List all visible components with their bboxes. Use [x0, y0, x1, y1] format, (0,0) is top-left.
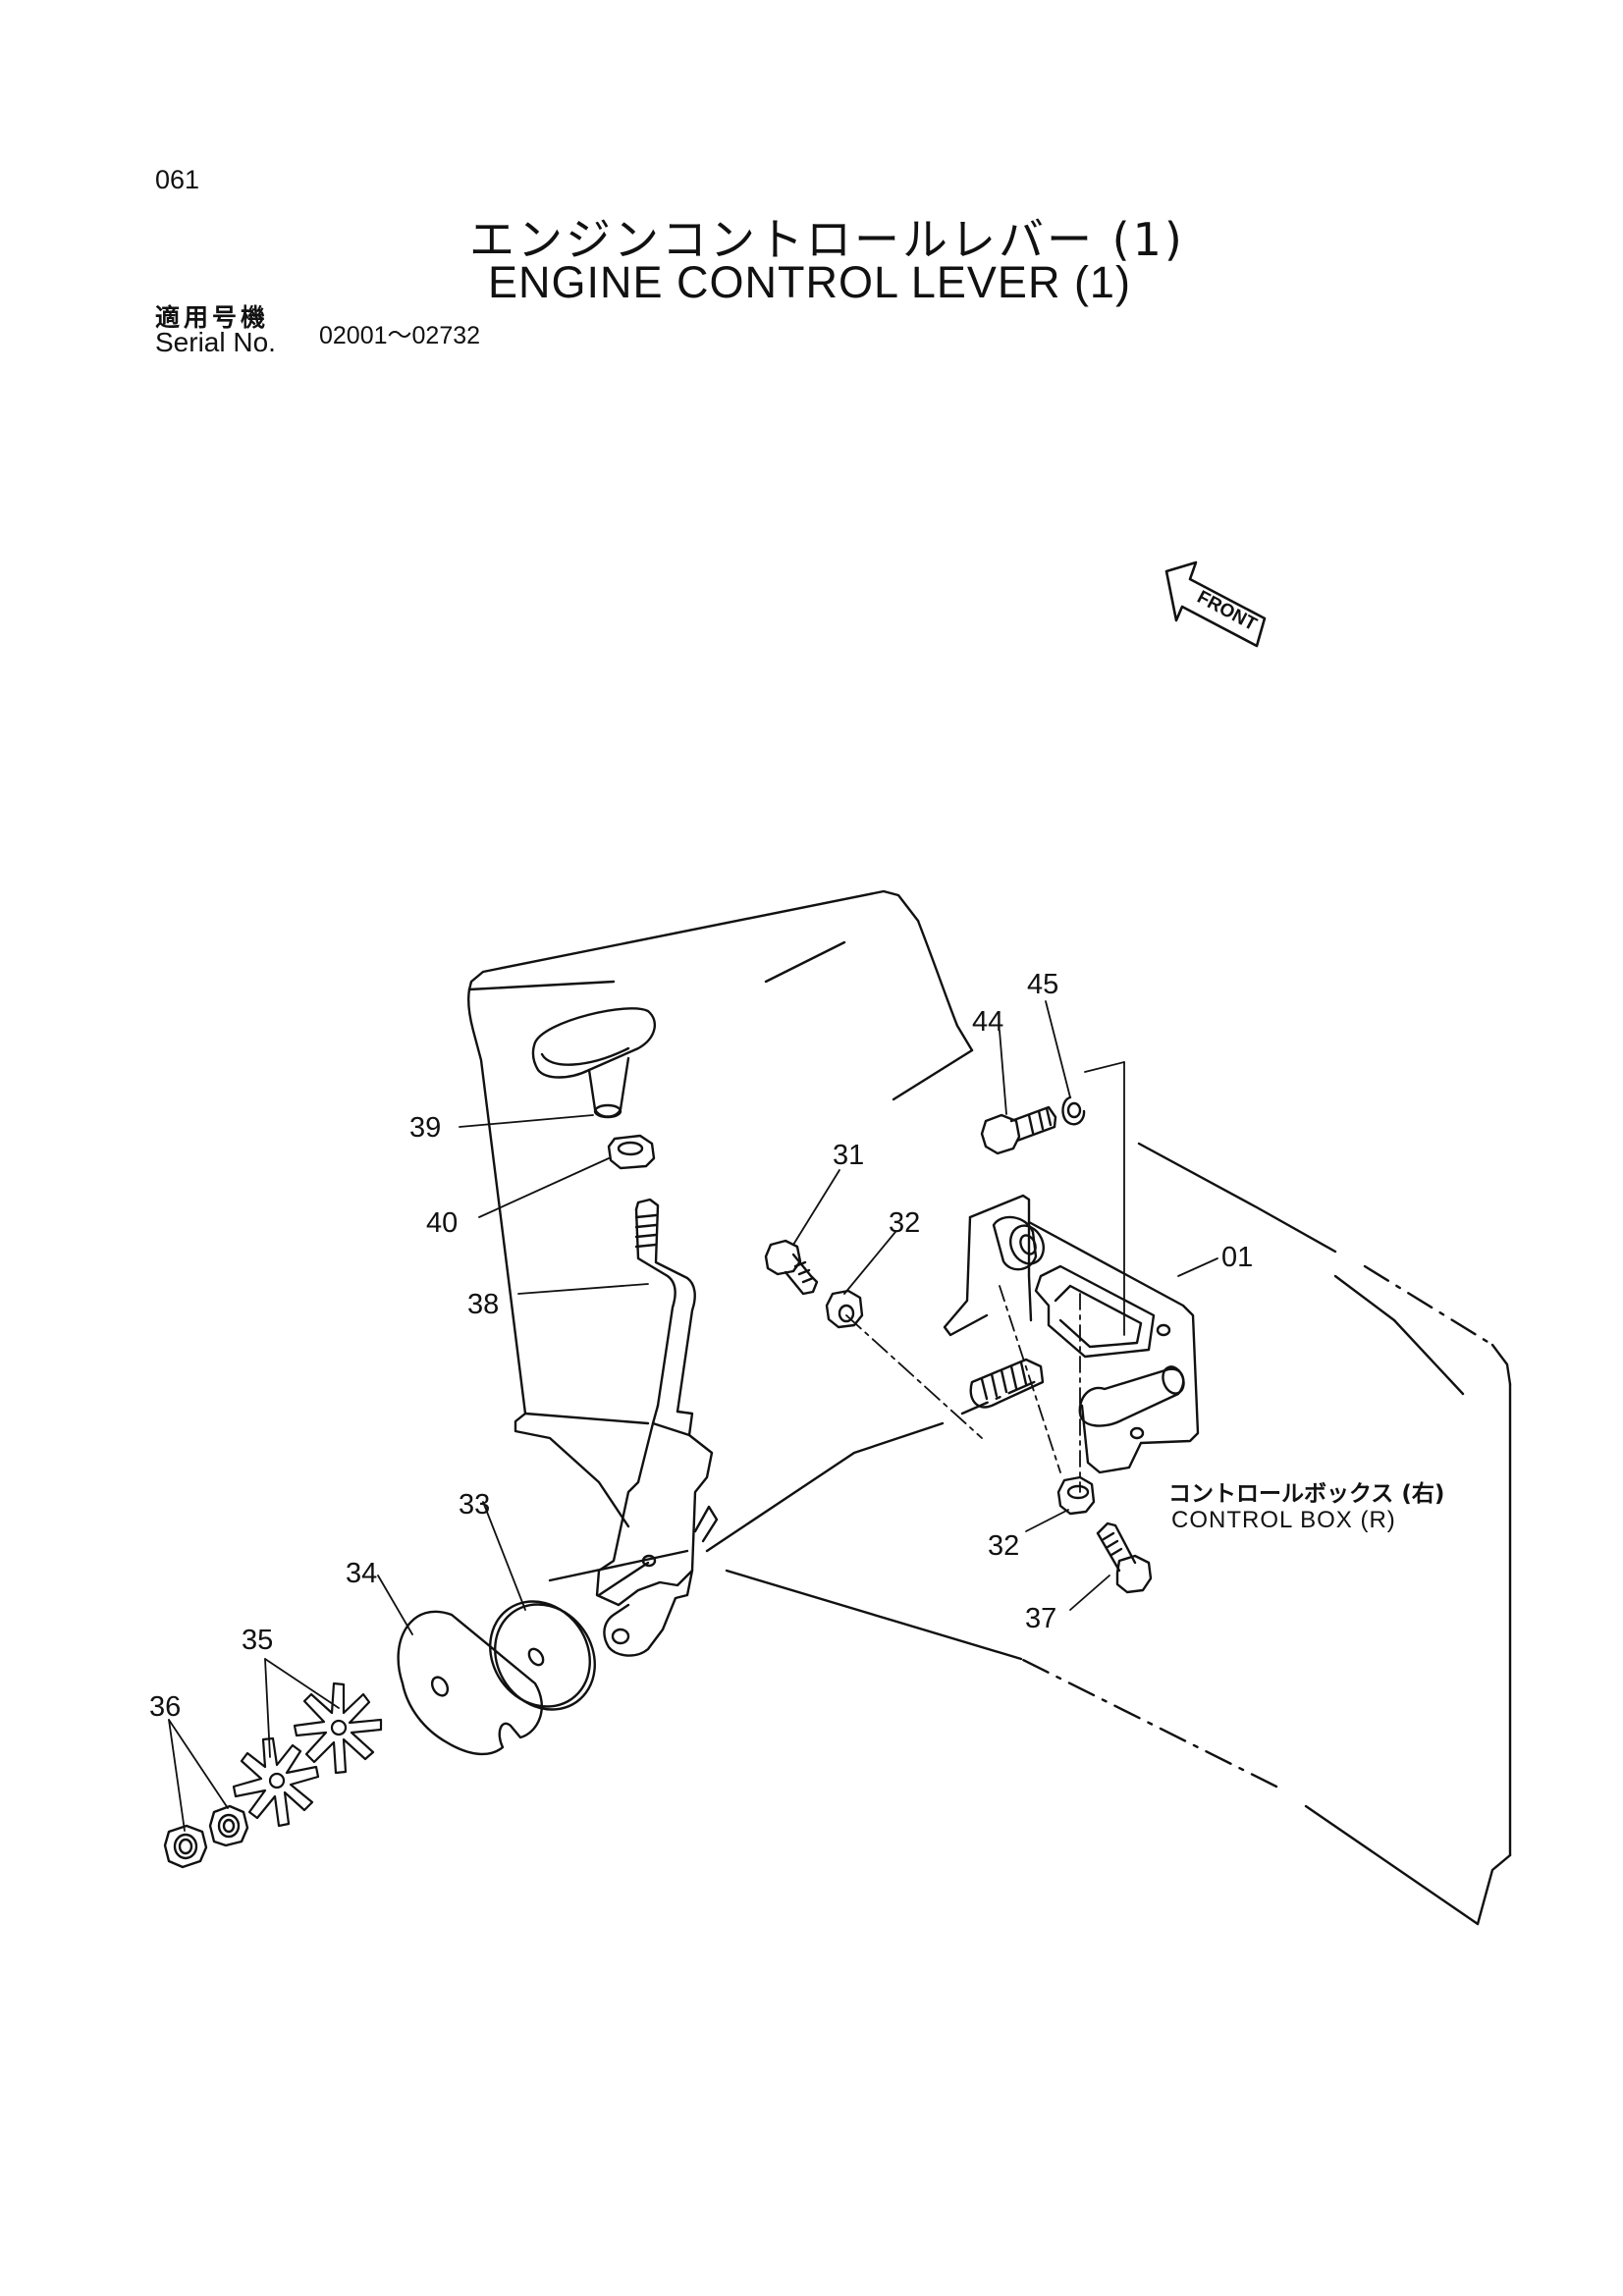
callout-45: 45 [1027, 969, 1058, 1000]
callout-32-upper: 32 [889, 1207, 920, 1239]
callout-33: 33 [459, 1489, 490, 1521]
callout-37: 37 [1025, 1603, 1056, 1634]
callout-31: 31 [833, 1140, 864, 1171]
washer-part-45 [1061, 1095, 1086, 1126]
lever-part-38 [595, 1198, 719, 1657]
callout-38: 38 [467, 1289, 499, 1320]
title-english: ENGINE CONTROL LEVER (1) [488, 257, 1131, 307]
callout-34: 34 [346, 1558, 377, 1589]
serial-label-japanese: 適用号機 [155, 303, 270, 332]
nut-part-40 [607, 1134, 656, 1170]
nut-part-36 [163, 1804, 249, 1869]
bolt-part-44 [980, 1105, 1057, 1155]
knob-part-39 [531, 1007, 657, 1119]
nut-part-32-upper [825, 1289, 864, 1329]
title-japanese: エンジンコントロールレバー (1) [469, 213, 1185, 266]
callout-39: 39 [409, 1112, 441, 1144]
callout-44: 44 [972, 1006, 1003, 1038]
nut-part-32-lower [1056, 1475, 1096, 1516]
star-washer-part-35 [232, 1682, 383, 1828]
bolt-part-37 [1096, 1522, 1153, 1594]
callout-40: 40 [426, 1207, 458, 1239]
bolt-part-31 [764, 1239, 819, 1296]
control-box-label-english: CONTROL BOX (R) [1171, 1507, 1396, 1533]
bracket-part-01 [943, 1194, 1200, 1474]
serial-label-english: Serial No. [155, 327, 276, 357]
callout-labels: 39 40 38 33 34 35 36 31 32 32 37 44 45 0… [149, 969, 1253, 1723]
upper-panel [467, 889, 974, 1528]
front-label: FRONT [1194, 587, 1261, 635]
page-number: 061 [155, 165, 200, 194]
control-box-label-japanese: コントロールボックス (右) [1168, 1481, 1445, 1507]
callout-36: 36 [149, 1691, 181, 1723]
front-arrow-icon: FRONT [1164, 561, 1267, 648]
serial-range: 02001～02732 [319, 322, 481, 349]
leader-lines [168, 1000, 1218, 1832]
washer-part-33 [489, 1600, 596, 1711]
callout-35: 35 [242, 1625, 273, 1656]
plate-part-34 [397, 1610, 543, 1756]
control-box [548, 1142, 1512, 1926]
callout-01: 01 [1221, 1242, 1253, 1273]
callout-32-lower: 32 [988, 1530, 1019, 1562]
